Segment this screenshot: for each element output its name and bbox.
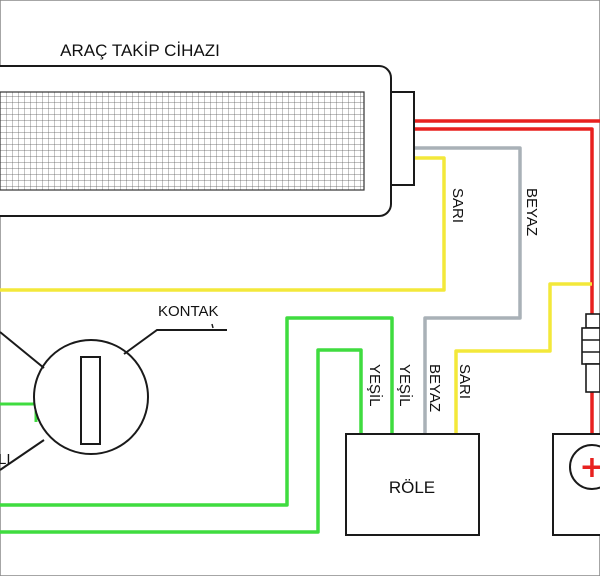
- wires: [0, 119, 600, 534]
- wire-label-sari-relay: SARI: [456, 364, 473, 399]
- wire-label-beyaz-relay: BEYAZ: [426, 364, 443, 412]
- ignition-lead-right: [123, 329, 227, 355]
- red-wire-branch: [414, 127, 594, 318]
- device-connector: [390, 91, 415, 186]
- fuse-cap-top: [585, 313, 600, 329]
- ignition-switch: [0, 323, 227, 471]
- fuse-body: [581, 327, 600, 365]
- tracking-device: ARAÇ TAKİP CİHAZI: [0, 41, 415, 217]
- ignition-lead-top-left: [0, 331, 45, 369]
- wire-label-sari-top: SARI: [449, 188, 466, 223]
- fuse: [581, 313, 600, 393]
- relay-box: [345, 433, 480, 536]
- green-wire-yesil-2: [0, 348, 363, 534]
- ignition-label: KONTAK: [158, 303, 219, 320]
- device-label: ARAÇ TAKİP CİHAZI: [60, 41, 220, 60]
- battery: +: [552, 433, 600, 536]
- yellow-wire-sari-top: [0, 156, 446, 292]
- device-grille: [0, 91, 365, 191]
- green-wire-yesil-1: [0, 316, 394, 507]
- wire-label-beyaz-top: BEYAZ: [523, 188, 540, 236]
- wire-label-yesil-1: YEŞİL: [366, 364, 384, 407]
- fuse-cap-bottom: [585, 363, 600, 393]
- ignition-lead-bottom-left: [0, 439, 45, 471]
- battery-plus-icon: +: [579, 450, 600, 485]
- relay-label: RÖLE: [389, 478, 435, 497]
- ignition-partial-label: LI: [0, 451, 11, 468]
- wire-label-yesil-2: YEŞİL: [396, 364, 414, 407]
- battery-terminal-circle: [569, 444, 600, 490]
- gray-wire-beyaz: [414, 146, 522, 434]
- yellow-wire-sari-relay: [454, 282, 592, 434]
- ignition-key-slot: [80, 356, 101, 445]
- relay: RÖLE: [345, 433, 480, 536]
- ignition-lead-tick: [211, 323, 214, 329]
- green-wire-stub: [0, 402, 38, 422]
